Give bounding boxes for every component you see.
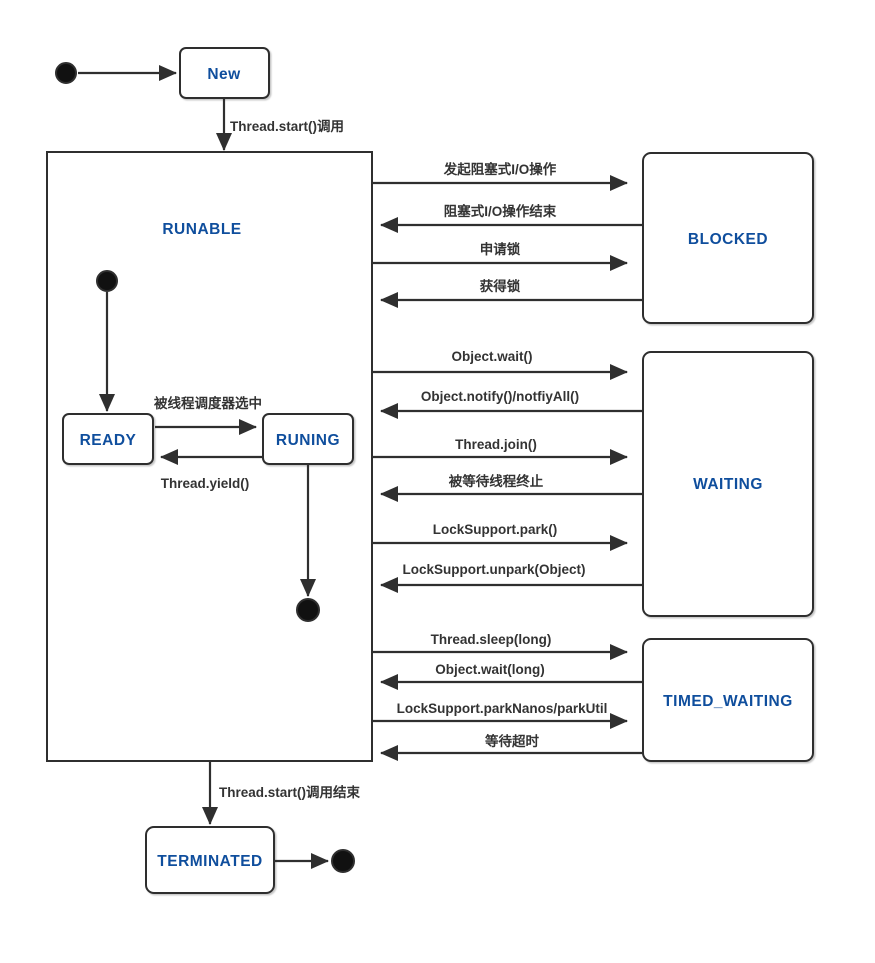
transition-thread-start-label: Thread.start()调用 (230, 119, 344, 134)
state-waiting-label: WAITING (693, 476, 763, 493)
transition-thread-start-finish-label: Thread.start()调用结束 (219, 784, 361, 800)
state-runing-label: RUNING (276, 432, 340, 449)
transition-wait-timeout-label: 等待超时 (485, 733, 539, 749)
state-ready-box (62, 413, 154, 465)
transition-locksupport-parknanos-label: LockSupport.parkNanos/parkUtil (397, 701, 608, 716)
state-terminated-label: TERMINATED (157, 853, 262, 870)
transition-locksupport-park-label: LockSupport.park() (433, 522, 558, 537)
state-waiting-box (642, 351, 814, 617)
initial-state-dot (55, 62, 77, 84)
transition-io-finish-label: 阻塞式I/O操作结束 (444, 203, 557, 219)
transition-thread-join-label: Thread.join() (455, 437, 537, 452)
transition-scheduler-select-label: 被线程调度器选中 (154, 395, 262, 411)
runable-inner-initial-dot (96, 270, 118, 292)
transition-lock-acquire-label: 获得锁 (480, 278, 521, 294)
transition-object-notify-label: Object.notify()/notfiyAll() (421, 389, 579, 404)
runable-inner-final-dot (296, 598, 320, 622)
state-timed-waiting-box (642, 638, 814, 762)
state-blocked-label: BLOCKED (688, 231, 768, 248)
transition-object-wait-label: Object.wait() (451, 349, 532, 364)
transition-lock-request-label: 申请锁 (480, 241, 521, 257)
state-ready-label: READY (80, 432, 137, 449)
transition-thread-yield-label: Thread.yield() (161, 476, 250, 491)
transition-locksupport-unpark-label: LockSupport.unpark(Object) (402, 562, 585, 577)
state-timed-waiting-label: TIMED_WAITING (663, 693, 793, 710)
state-runable-label: RUNABLE (162, 221, 241, 238)
transition-object-wait-long-label: Object.wait(long) (435, 662, 545, 677)
state-blocked-box (642, 152, 814, 324)
transition-waited-thread-terminated-label: 被等待线程终止 (449, 473, 544, 489)
transition-thread-sleep-label: Thread.sleep(long) (431, 632, 552, 647)
transition-io-request-label: 发起阻塞式I/O操作 (443, 161, 557, 177)
final-state-dot (331, 849, 355, 873)
state-new-label: New (207, 66, 241, 83)
